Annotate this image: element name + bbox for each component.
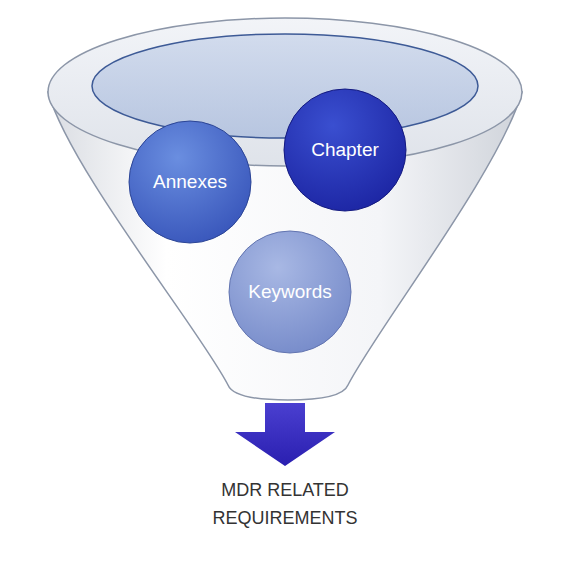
node-text: Keywords — [248, 281, 331, 303]
down-arrow — [235, 403, 335, 466]
output-label: MDR RELATED REQUIREMENTS — [170, 476, 400, 532]
circle-node: Keywords — [228, 230, 352, 354]
circle-node: Chapter — [283, 88, 407, 212]
node-text: Annexes — [153, 171, 227, 193]
funnel-opening — [92, 34, 478, 138]
circle-node: Annexes — [128, 120, 252, 244]
node-text: Chapter — [311, 139, 379, 161]
